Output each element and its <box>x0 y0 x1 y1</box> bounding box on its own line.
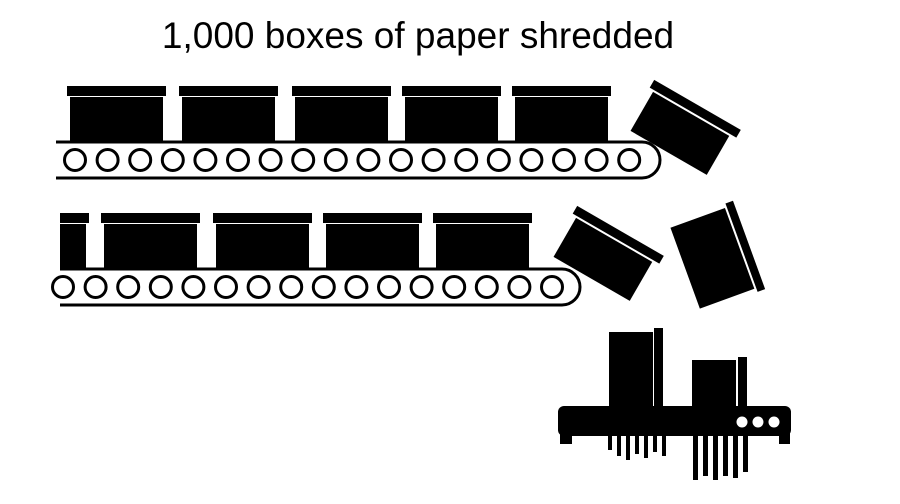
roller-icon <box>226 148 250 172</box>
upper-conveyor-belt-icon <box>56 140 662 180</box>
box-icon <box>433 213 532 269</box>
roller-icon <box>63 148 87 172</box>
box-icon <box>213 213 312 269</box>
roller-icon <box>356 148 381 172</box>
roller-icon <box>519 148 544 172</box>
box-icon <box>512 86 611 142</box>
upper-box-row <box>67 79 741 175</box>
lower-conveyor-belt-icon <box>51 267 582 307</box>
falling-box-icon <box>670 200 766 309</box>
box-icon <box>179 86 278 142</box>
roller-icon <box>95 148 120 172</box>
roller-icon <box>51 275 75 299</box>
roller-icon <box>454 148 479 172</box>
box-icon <box>292 86 391 142</box>
roller-icon <box>258 148 283 172</box>
roller-icon <box>116 275 141 299</box>
box-icon <box>323 213 422 269</box>
roller-icon <box>507 275 532 299</box>
falling-box-icon <box>553 205 664 301</box>
roller-icon <box>584 148 609 172</box>
box-icon <box>60 213 89 269</box>
roller-icon <box>291 148 316 172</box>
lower-box-row <box>60 200 766 309</box>
roller-icon <box>160 148 185 172</box>
roller-icon <box>193 148 218 172</box>
roller-icon <box>377 275 401 299</box>
shredded-strips-right <box>693 436 748 480</box>
roller-icon <box>148 275 173 299</box>
roller-icon <box>246 275 271 299</box>
lower-rollers <box>51 275 564 299</box>
upper-rollers <box>63 148 642 172</box>
falling-box-icon <box>630 79 741 175</box>
roller-icon <box>128 148 153 172</box>
roller-icon <box>552 148 576 172</box>
roller-icon <box>344 275 369 299</box>
shredded-strips-left <box>608 436 666 460</box>
roller-icon <box>486 148 511 172</box>
roller-icon <box>311 275 336 299</box>
roller-icon <box>181 275 206 299</box>
roller-icon <box>83 275 108 299</box>
page-title: 1,000 boxes of paper shredded <box>161 15 675 56</box>
roller-icon <box>421 148 446 172</box>
roller-icon <box>540 275 564 299</box>
box-icon <box>67 86 166 142</box>
roller-icon <box>409 275 434 299</box>
roller-icon <box>389 148 413 172</box>
box-icon <box>402 86 501 142</box>
roller-icon <box>214 275 238 299</box>
roller-icon <box>474 275 499 299</box>
roller-icon <box>442 275 467 299</box>
roller-icon <box>617 148 642 172</box>
paper-shredder-icon <box>558 328 791 480</box>
roller-icon <box>279 275 304 299</box>
roller-icon <box>323 148 348 172</box>
box-icon <box>101 213 200 269</box>
